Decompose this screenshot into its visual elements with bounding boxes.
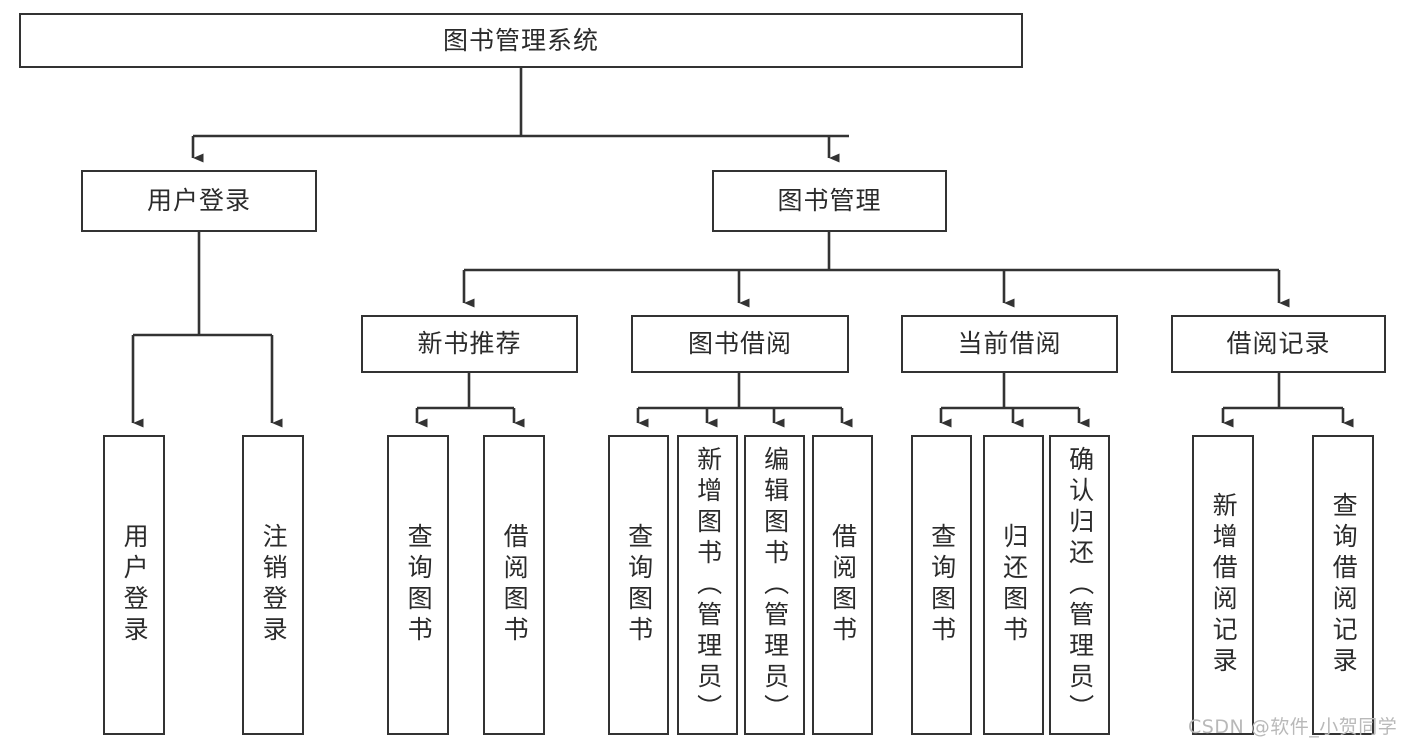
node-label: 查询图书 bbox=[404, 523, 434, 647]
node-borrow-record[interactable]: 借阅记录 bbox=[1171, 315, 1386, 373]
leaf-edit-book-admin[interactable]: 编辑图书（管理员） bbox=[744, 435, 805, 735]
node-label: 查询图书 bbox=[624, 523, 654, 647]
node-label: 用户登录 bbox=[120, 523, 150, 647]
node-label: 借阅图书 bbox=[828, 523, 858, 647]
node-book-manage[interactable]: 图书管理 bbox=[712, 170, 947, 232]
leaf-user-login[interactable]: 用户登录 bbox=[103, 435, 165, 735]
node-label: 借阅图书 bbox=[500, 523, 530, 647]
leaf-query-book-recommend[interactable]: 查询图书 bbox=[387, 435, 449, 735]
leaf-borrow-book-recommend[interactable]: 借阅图书 bbox=[483, 435, 545, 735]
leaf-logout[interactable]: 注销登录 bbox=[242, 435, 304, 735]
node-label: 新增借阅记录 bbox=[1209, 492, 1239, 678]
node-label: 图书管理 bbox=[777, 186, 882, 216]
leaf-borrow-book[interactable]: 借阅图书 bbox=[812, 435, 873, 735]
node-label: 当前借阅 bbox=[957, 329, 1062, 359]
node-label: 注销登录 bbox=[259, 523, 289, 647]
node-label: 图书管理系统 bbox=[442, 25, 599, 55]
leaf-add-book-admin[interactable]: 新增图书（管理员） bbox=[677, 435, 738, 735]
node-label: 新增图书（管理员） bbox=[693, 445, 723, 725]
leaf-query-book-current[interactable]: 查询图书 bbox=[911, 435, 972, 735]
node-root-system[interactable]: 图书管理系统 bbox=[19, 13, 1023, 68]
leaf-query-borrow-record[interactable]: 查询借阅记录 bbox=[1312, 435, 1374, 735]
leaf-confirm-return-admin[interactable]: 确认归还（管理员） bbox=[1049, 435, 1110, 735]
leaf-add-borrow-record[interactable]: 新增借阅记录 bbox=[1192, 435, 1254, 735]
node-label: 编辑图书（管理员） bbox=[760, 445, 790, 725]
node-current-borrow[interactable]: 当前借阅 bbox=[901, 315, 1118, 373]
leaf-query-book[interactable]: 查询图书 bbox=[608, 435, 669, 735]
node-label: 用户登录 bbox=[146, 186, 251, 216]
node-user-login[interactable]: 用户登录 bbox=[81, 170, 317, 232]
leaf-return-book[interactable]: 归还图书 bbox=[983, 435, 1044, 735]
node-book-borrow[interactable]: 图书借阅 bbox=[631, 315, 849, 373]
node-label: 图书借阅 bbox=[687, 329, 792, 359]
node-label: 确认归还（管理员） bbox=[1065, 445, 1095, 725]
node-label: 查询图书 bbox=[927, 523, 957, 647]
node-label: 借阅记录 bbox=[1226, 329, 1331, 359]
node-label: 新书推荐 bbox=[417, 329, 522, 359]
node-label: 归还图书 bbox=[999, 523, 1029, 647]
node-label: 查询借阅记录 bbox=[1329, 492, 1359, 678]
node-new-book-recommend[interactable]: 新书推荐 bbox=[361, 315, 578, 373]
